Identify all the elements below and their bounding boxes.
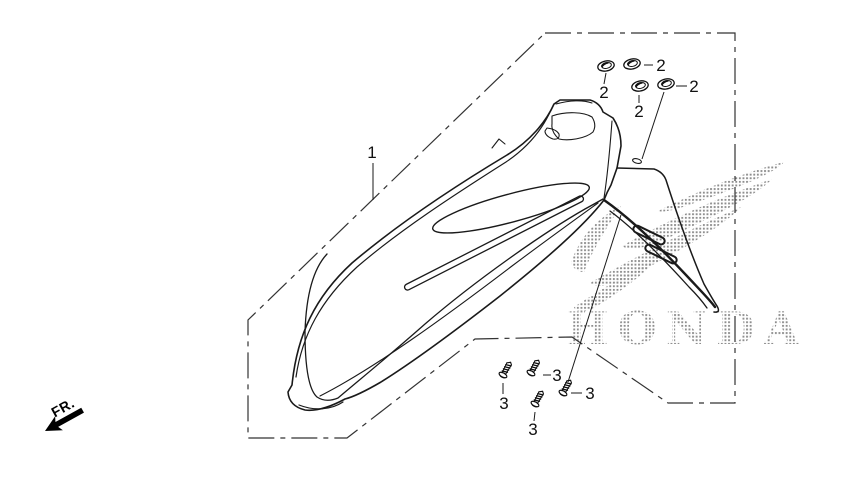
- honda-watermark: HONDA: [566, 162, 802, 355]
- leader-line-bolt-4-to-hole: [641, 91, 665, 160]
- callout-label-bolt-3[interactable]: 2: [634, 102, 643, 121]
- front-direction-arrow: FR.: [45, 395, 84, 431]
- callout-label-screw-4[interactable]: 3: [585, 384, 594, 403]
- honda-watermark-text: HONDA: [566, 302, 802, 355]
- flange-bolt-icon: [596, 58, 616, 74]
- leader-line-bolt-1: [603, 72, 607, 85]
- tapping-screw-icon: [497, 359, 515, 380]
- front-fender-drawing: [287, 99, 720, 412]
- leader-line-screw-4-to-fender: [567, 214, 622, 383]
- callout-label-screw-2[interactable]: 3: [552, 366, 561, 385]
- flange-bolt-icon: [622, 56, 642, 72]
- callout-label-screw-1[interactable]: 3: [499, 394, 508, 413]
- callout-label-fender[interactable]: 1: [367, 143, 376, 162]
- tapping-screw-icon: [529, 388, 547, 409]
- callout-label-bolt-4[interactable]: 2: [689, 77, 698, 96]
- tapping-screw-icon: [525, 357, 543, 378]
- flange-bolt-icon: [630, 78, 650, 94]
- callout-label-bolt-1[interactable]: 2: [599, 83, 608, 102]
- front-direction-arrow-icon: [45, 407, 84, 431]
- leader-lines: [372, 64, 687, 422]
- callout-label-screw-3[interactable]: 3: [528, 420, 537, 439]
- part-group-boundary: [247, 32, 736, 439]
- honda-wing-icon: [571, 162, 784, 312]
- callout-label-bolt-2[interactable]: 2: [656, 56, 665, 75]
- leader-line-screw-3: [533, 411, 536, 422]
- flange-bolt-icon: [656, 76, 676, 92]
